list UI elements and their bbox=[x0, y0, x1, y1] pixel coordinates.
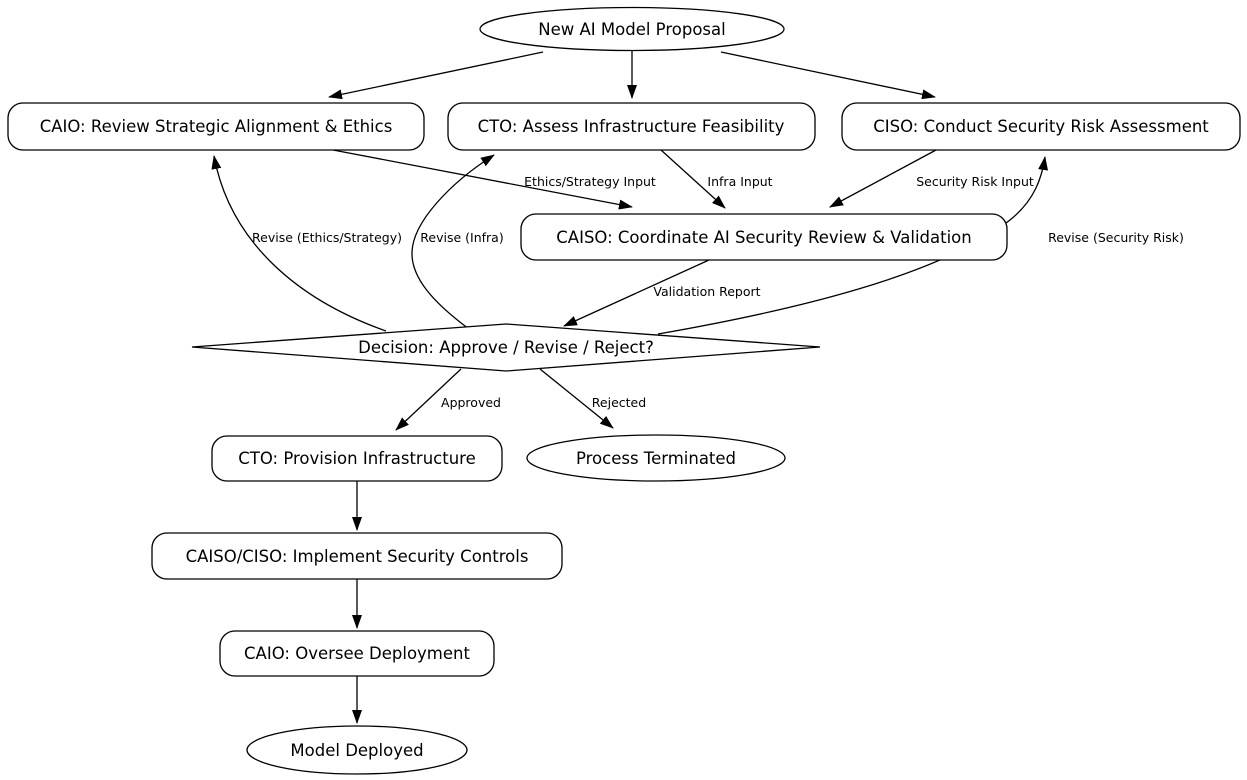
node-new-ai-model-proposal: New AI Model Proposal bbox=[479, 6, 785, 52]
edge-label-infra-input: Infra Input bbox=[707, 174, 772, 189]
node-label-implement-controls: CAISO/CISO: Implement Security Controls bbox=[186, 547, 529, 566]
edge-label-revise-security-risk: Revise (Security Risk) bbox=[1048, 230, 1184, 245]
edge-label-revise-ethics-strategy: Revise (Ethics/Strategy) bbox=[252, 230, 402, 245]
edge-label-approved: Approved bbox=[441, 395, 501, 410]
node-label-decision: Decision: Approve / Revise / Reject? bbox=[358, 338, 654, 357]
edge-label-validation-report: Validation Report bbox=[653, 284, 760, 299]
edge-caiso-to-decision-validation-report bbox=[563, 259, 710, 327]
node-caiso-coordinate: CAISO: Coordinate AI Security Review & V… bbox=[520, 213, 1008, 261]
node-implement-controls: CAISO/CISO: Implement Security Controls bbox=[151, 532, 563, 580]
node-ciso-risk: CISO: Conduct Security Risk Assessment bbox=[841, 102, 1241, 151]
node-cto-assess: CTO: Assess Infrastructure Feasibility bbox=[447, 102, 816, 151]
node-oversee-deployment: CAIO: Oversee Deployment bbox=[219, 630, 495, 677]
edge-caio-review-to-caiso-ethics-input bbox=[332, 149, 633, 210]
node-process-terminated: Process Terminated bbox=[526, 434, 786, 482]
edge-label-ethics-strategy-input: Ethics/Strategy Input bbox=[524, 174, 656, 189]
edge-label-revise-infra: Revise (Infra) bbox=[420, 230, 503, 245]
node-cto-provision: CTO: Provision Infrastructure bbox=[211, 435, 503, 482]
node-label-model-deployed: Model Deployed bbox=[290, 741, 423, 760]
node-label-oversee-deployment: CAIO: Oversee Deployment bbox=[244, 644, 470, 663]
node-label-caio-review: CAIO: Review Strategic Alignment & Ethic… bbox=[40, 117, 393, 136]
node-model-deployed: Model Deployed bbox=[246, 725, 468, 775]
node-label-cto-assess: CTO: Assess Infrastructure Feasibility bbox=[478, 117, 785, 136]
edge-proposal-to-caio-review bbox=[328, 51, 544, 100]
node-label-process-terminated: Process Terminated bbox=[576, 449, 736, 468]
node-decision: Decision: Approve / Revise / Reject? bbox=[191, 323, 821, 372]
edge-decision-to-cto-provision-approved bbox=[395, 368, 462, 431]
edge-decision-to-caio-review-revise bbox=[211, 155, 387, 332]
node-caio-review: CAIO: Review Strategic Alignment & Ethic… bbox=[7, 102, 425, 151]
node-label-cto-provision: CTO: Provision Infrastructure bbox=[238, 449, 476, 468]
node-label-proposal: New AI Model Proposal bbox=[538, 20, 725, 39]
edge-ciso-risk-to-caiso-security-input bbox=[829, 149, 937, 208]
edge-cto-assess-to-caiso-infra-input bbox=[660, 149, 726, 209]
node-label-ciso-risk: CISO: Conduct Security Risk Assessment bbox=[873, 117, 1209, 136]
node-label-caiso-coordinate: CAISO: Coordinate AI Security Review & V… bbox=[556, 228, 971, 247]
edge-label-rejected: Rejected bbox=[592, 395, 646, 410]
edge-decision-to-cto-assess-revise bbox=[411, 154, 495, 330]
edge-label-security-risk-input: Security Risk Input bbox=[916, 174, 1034, 189]
edge-decision-to-terminated-rejected bbox=[539, 368, 614, 429]
edge-proposal-to-ciso-risk bbox=[720, 51, 936, 100]
